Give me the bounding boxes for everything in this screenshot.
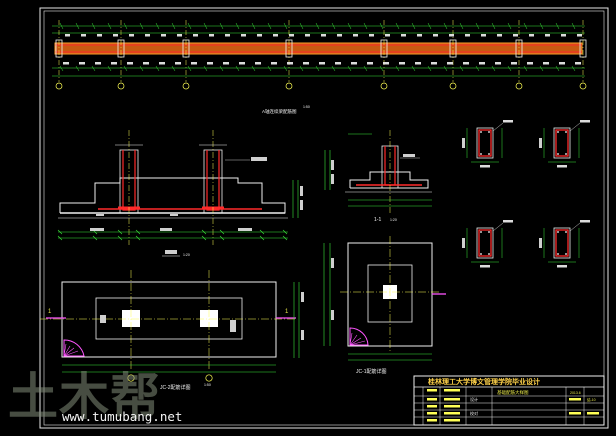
- elevation-scale: 1:20: [183, 253, 190, 257]
- title-block-drawing-name: 基础配筋大样图: [497, 389, 529, 396]
- jc2-title: JC-2配筋详图: [160, 384, 191, 391]
- title-block-role-design: 设计: [470, 396, 478, 402]
- beam-title: A轴连续梁配筋图: [262, 108, 297, 115]
- section-title: 1-1: [374, 217, 381, 223]
- jc2-column-left: [122, 310, 140, 327]
- jc1-title: JC-1配筋详图: [356, 368, 387, 375]
- foundation-elevation-left: [57, 130, 303, 257]
- jc2-step-outline: [95, 297, 243, 340]
- beam-body: [54, 42, 583, 55]
- column-sections: [462, 120, 590, 268]
- jc2-section-mark-right: 1: [285, 309, 289, 315]
- watermark-logo: 土木帮: [8, 368, 161, 426]
- jc2-section-mark-left: 1: [48, 309, 52, 315]
- watermark-url: www.tumubang.net: [62, 409, 183, 424]
- jc1-plan-view: [323, 236, 446, 361]
- continuous-beam-elevation: [52, 20, 587, 90]
- title-block-school: 桂林理工大学博文管理学院毕业设计: [427, 377, 540, 386]
- jc2-plan-view: [40, 270, 304, 382]
- title-block-date: 2013.6: [570, 391, 581, 395]
- drawing-frame: [39, 7, 609, 429]
- drawing-inner-frame: [43, 10, 605, 426]
- beam-scale: 1:50: [303, 105, 310, 109]
- jc2-column-right: [200, 310, 218, 327]
- section-scale: 1:20: [390, 218, 397, 222]
- beam-axis-bubbles: [55, 82, 587, 90]
- title-block: [413, 375, 605, 426]
- title-block-role-check: 校对: [470, 410, 478, 416]
- beam-supports: [55, 20, 587, 82]
- section-1-1: [324, 130, 432, 215]
- title-block-sheet: 结-10: [587, 397, 596, 402]
- beam-dimension-ticks: [59, 22, 582, 72]
- jc2-base-outline: [61, 281, 277, 358]
- jc2-scale: 1:50: [204, 383, 211, 387]
